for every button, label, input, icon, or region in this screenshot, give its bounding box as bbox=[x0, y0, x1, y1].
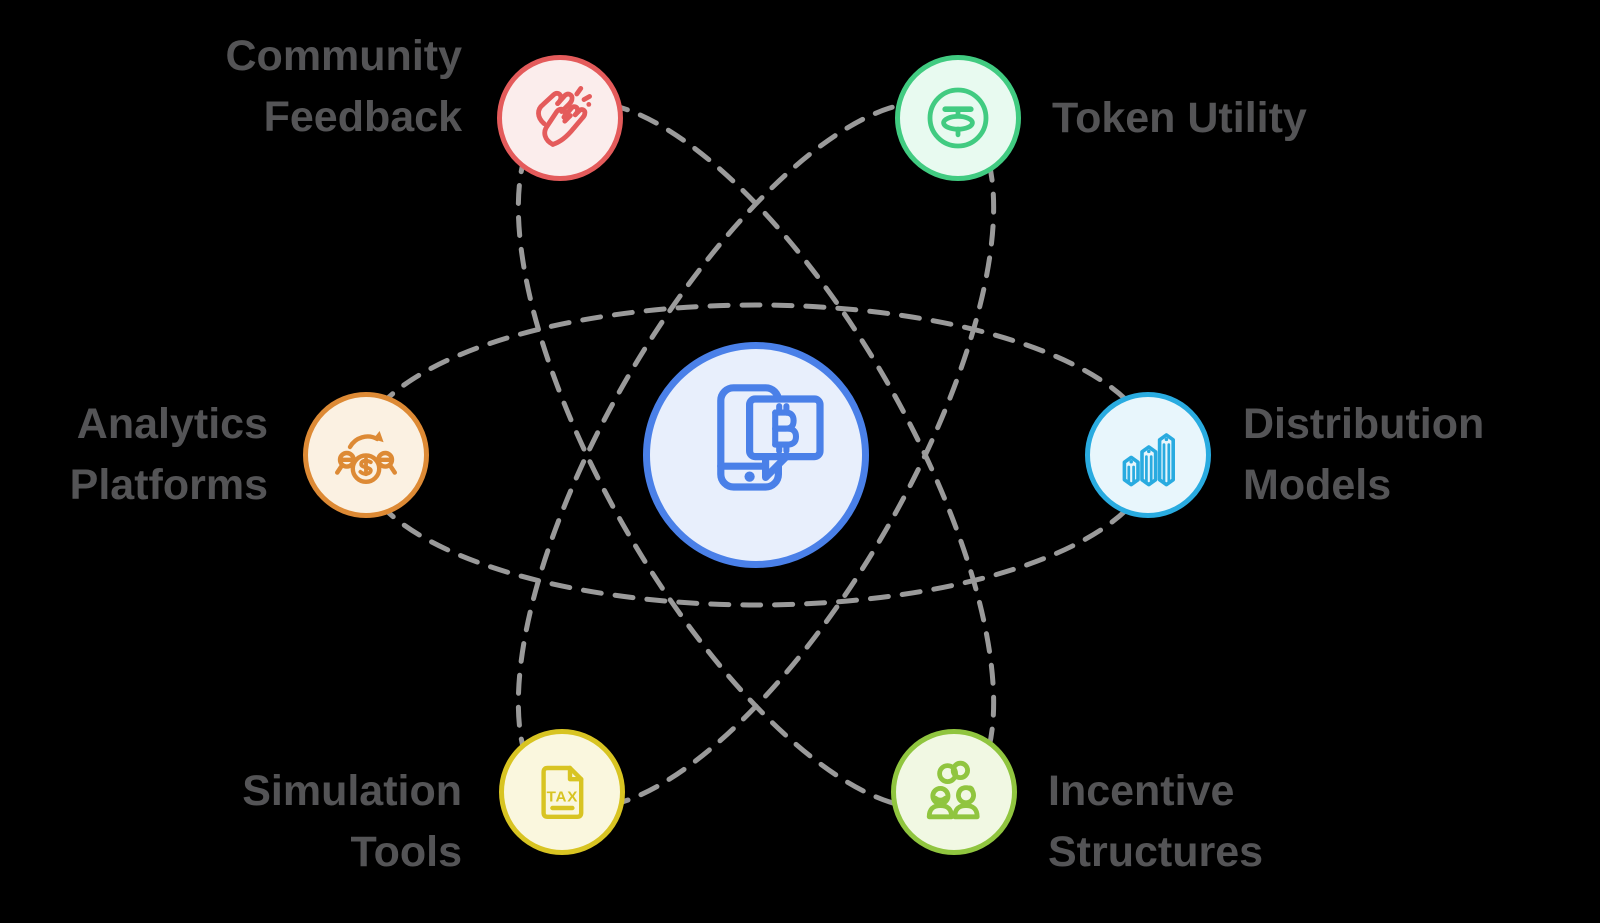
label-line: Structures bbox=[1048, 828, 1264, 876]
clapping-hands-icon bbox=[536, 86, 592, 147]
label-distribution-models: Distribution Models bbox=[1243, 394, 1484, 516]
label-token-utility: Token Utility bbox=[1052, 88, 1307, 149]
node-community-feedback bbox=[497, 55, 623, 181]
node-simulation-tools: TAX bbox=[499, 729, 625, 855]
phone-bitcoin-chat-icon bbox=[717, 384, 824, 491]
label-incentive-structures: Incentive Structures bbox=[1048, 761, 1263, 883]
tax-document-icon: TAX bbox=[541, 765, 584, 819]
tax-icon-text: TAX bbox=[547, 789, 579, 806]
label-line: Distribution bbox=[1243, 400, 1485, 448]
node-incentive-structures bbox=[891, 729, 1017, 855]
label-line: Incentive bbox=[1048, 767, 1235, 815]
label-simulation-tools: Simulation Tools bbox=[242, 761, 462, 883]
label-community-feedback: Community Feedback bbox=[226, 26, 463, 148]
label-line: Community bbox=[225, 32, 463, 80]
team-partnership-icon bbox=[926, 760, 980, 820]
label-line: Feedback bbox=[263, 93, 462, 141]
hub-node-token-app bbox=[643, 342, 869, 568]
node-distribution-models bbox=[1085, 392, 1211, 518]
node-analytics-platforms bbox=[303, 392, 429, 518]
label-analytics-platforms: Analytics Platforms bbox=[70, 394, 268, 516]
label-line: Models bbox=[1243, 461, 1392, 509]
token-coin-icon bbox=[927, 87, 989, 149]
label-line: Tools bbox=[350, 828, 462, 876]
currency-exchange-icon bbox=[335, 431, 397, 484]
node-token-utility bbox=[895, 55, 1021, 181]
label-line: Token Utility bbox=[1052, 94, 1307, 142]
label-line: Analytics bbox=[76, 400, 268, 448]
label-line: Simulation bbox=[242, 767, 462, 815]
label-line: Platforms bbox=[69, 461, 268, 509]
bar-chart-3d-icon bbox=[1122, 433, 1175, 487]
